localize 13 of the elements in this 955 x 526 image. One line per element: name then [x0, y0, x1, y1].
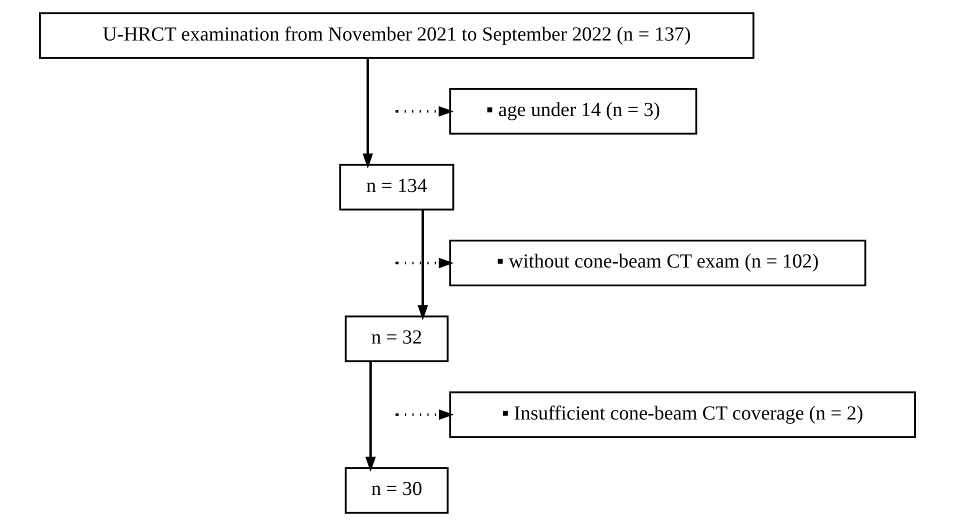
- arrow: [418, 210, 428, 320]
- node-box: n = 134: [339, 164, 454, 210]
- node-box: ▪ age under 14 (n = 3): [449, 88, 698, 135]
- arrow: [398, 409, 454, 420]
- node-box: n = 32: [344, 316, 449, 362]
- node-box: n = 30: [344, 467, 449, 514]
- arrow: [397, 106, 454, 117]
- node-box: U-HRCT examination from November 2021 to September 2022 (n = 137): [39, 12, 754, 59]
- node-box: ▪ Insufficient cone-beam CT coverage (n = 2): [449, 391, 916, 438]
- arrow: [362, 58, 374, 168]
- arrow: [365, 361, 376, 472]
- arrow: [397, 258, 454, 268]
- node-box: ▪ without cone-beam CT exam (n = 102): [449, 240, 866, 286]
